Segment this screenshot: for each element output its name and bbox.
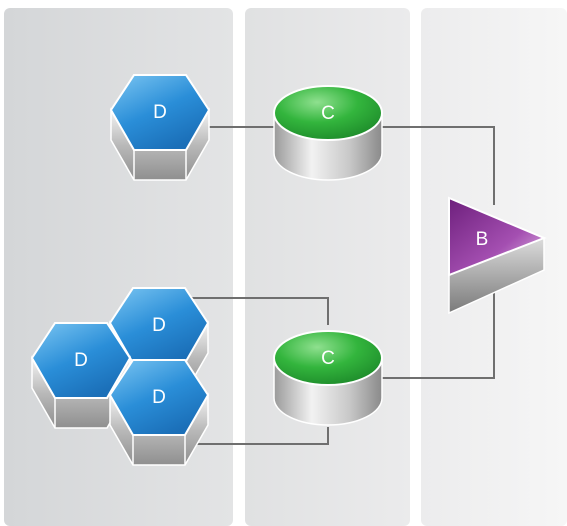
connector-d-bottom-to-c-bottom — [186, 427, 329, 445]
hexagon-label: D — [153, 102, 167, 123]
hexagon-label: D — [152, 387, 166, 408]
cylinder-c-bottom: C — [273, 330, 383, 426]
triangle-label: B — [476, 229, 489, 250]
column-left — [4, 8, 233, 526]
hexagon-label: D — [74, 350, 88, 371]
hexagon-prism-d-top: D — [109, 74, 211, 181]
connector-c-top-to-b — [382, 126, 495, 205]
cylinder-c-top: C — [273, 85, 383, 181]
connector-c-bottom-to-b — [382, 283, 495, 379]
triangle-prism-b: B — [448, 196, 547, 315]
hexagon-prism-d-cluster-bottom: D — [108, 359, 210, 466]
connector-d-cluster-to-c-bottom — [192, 297, 329, 325]
cylinder-label: C — [321, 348, 335, 369]
cylinder-label: C — [321, 103, 335, 124]
hexagon-label: D — [152, 315, 166, 336]
